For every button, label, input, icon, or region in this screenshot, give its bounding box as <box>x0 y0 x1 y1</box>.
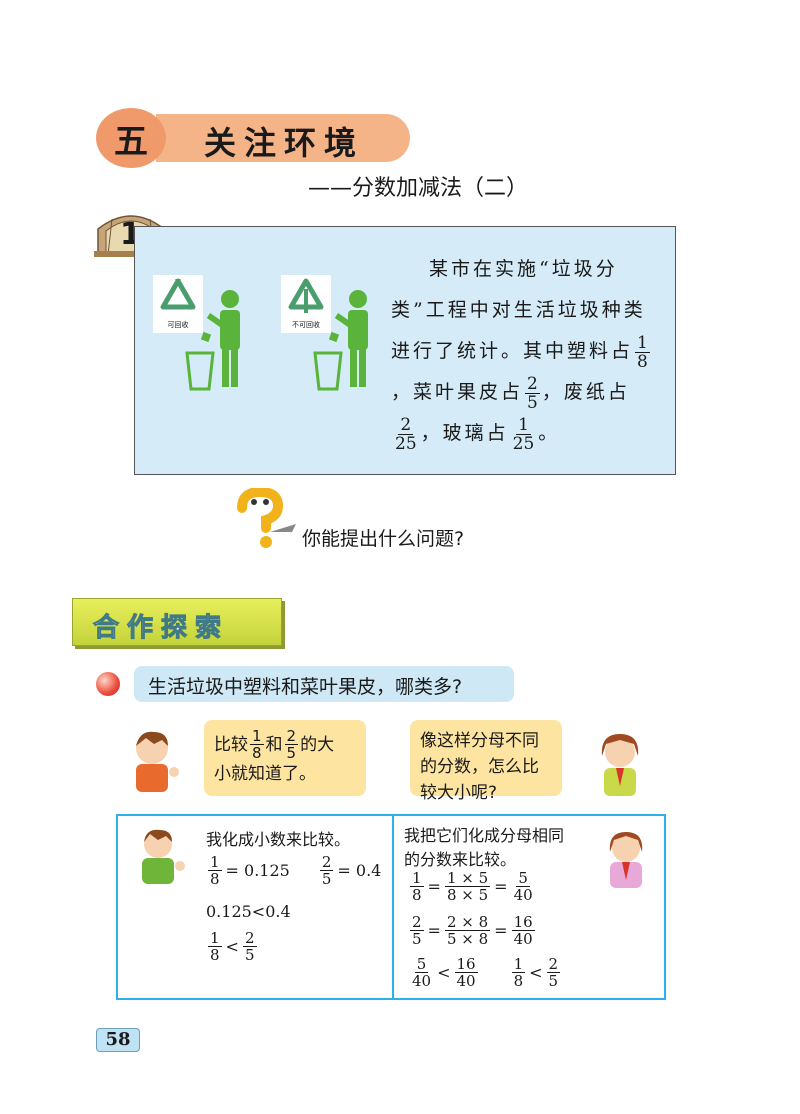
methods-divider <box>392 816 394 998</box>
section-banner: 合作探索 <box>72 598 282 646</box>
question-area: 你能提出什么问题? <box>232 486 552 550</box>
boy-icon <box>136 731 179 792</box>
problem-paper-text: ，废纸占 <box>541 381 630 403</box>
problem-intro: 某市在实施“垃圾分类”工程中对生活垃圾种类进行了统计。其中塑料占 <box>391 258 646 362</box>
chapter-bar <box>156 114 410 162</box>
trash-bin-icon <box>185 351 215 391</box>
chapter-title: 关注环境 <box>204 124 365 162</box>
speech-right-line3: 较大小呢? <box>420 783 498 803</box>
less-than: < <box>529 963 543 982</box>
speech-bubble-girl: 像这样分母不同 的分数，怎么比 较大小呢? <box>410 720 562 803</box>
speech-left-line2: 小就知道了。 <box>214 764 316 784</box>
speech-left-post: 的大 <box>300 734 335 755</box>
problem-box: 可回收 不可回收 某市在实施“垃圾分类”工程中对生活垃圾种类进行了统计。其中塑料… <box>134 226 676 475</box>
method-right-label-1: 我把它们化成分母相同 <box>404 826 565 845</box>
recycle-icon <box>160 278 196 310</box>
chapter-banner: 五 关注环境 <box>96 108 410 168</box>
method-left-label: 我化成小数来比较。 <box>206 830 351 849</box>
recycle-icon <box>288 278 324 313</box>
equals-sign: = <box>494 921 508 940</box>
question-text: 你能提出什么问题? <box>302 528 465 550</box>
method-right-label-2: 的分数来比较。 <box>404 850 517 869</box>
nonrecyclable-label: 不可回收 <box>292 321 320 329</box>
page-number: 58 <box>96 1028 140 1052</box>
method-left-compare: 0.125<0.4 <box>206 902 291 921</box>
person-discarding-icon <box>200 290 240 387</box>
recyclable-sign: 可回收 <box>153 275 203 333</box>
speech-left-mid: 和 <box>265 734 283 755</box>
problem-veg-text: ，菜叶果皮占 <box>391 381 524 403</box>
question-mark-icon <box>237 486 296 548</box>
decimal-value: = 0.125 <box>225 861 290 880</box>
chapter-number: 五 <box>96 108 166 168</box>
person-discarding-icon <box>328 290 368 387</box>
problem-end: 。 <box>538 422 561 444</box>
speech-right-line2: 的分数，怎么比 <box>420 757 539 777</box>
topic-text: 生活垃圾中塑料和菜叶果皮，哪类多? <box>148 676 463 698</box>
less-than: < <box>225 937 239 956</box>
nonrecyclable-sign: 不可回收 <box>281 275 331 333</box>
trash-bin-icon <box>313 351 343 391</box>
recyclable-label: 可回收 <box>167 321 189 329</box>
decimal-value: = 0.4 <box>337 861 382 880</box>
girl-icon <box>601 734 639 796</box>
bullet-icon <box>96 672 120 696</box>
problem-glass-text: ，玻璃占 <box>420 422 509 444</box>
girl-icon <box>609 832 643 888</box>
speech-left-pre: 比较 <box>214 734 248 755</box>
topic-pill: 生活垃圾中塑料和菜叶果皮，哪类多? <box>134 666 514 702</box>
chapter-subtitle: ——分数加减法（二） <box>308 176 529 201</box>
equals-sign: = <box>427 877 441 896</box>
equals-sign: = <box>494 877 508 896</box>
equals-sign: = <box>427 921 441 940</box>
less-than: < <box>437 963 451 982</box>
section-title: 合作探索 <box>92 613 230 644</box>
speech-right-line1: 像这样分母不同 <box>420 731 539 751</box>
boy-icon <box>142 829 185 884</box>
